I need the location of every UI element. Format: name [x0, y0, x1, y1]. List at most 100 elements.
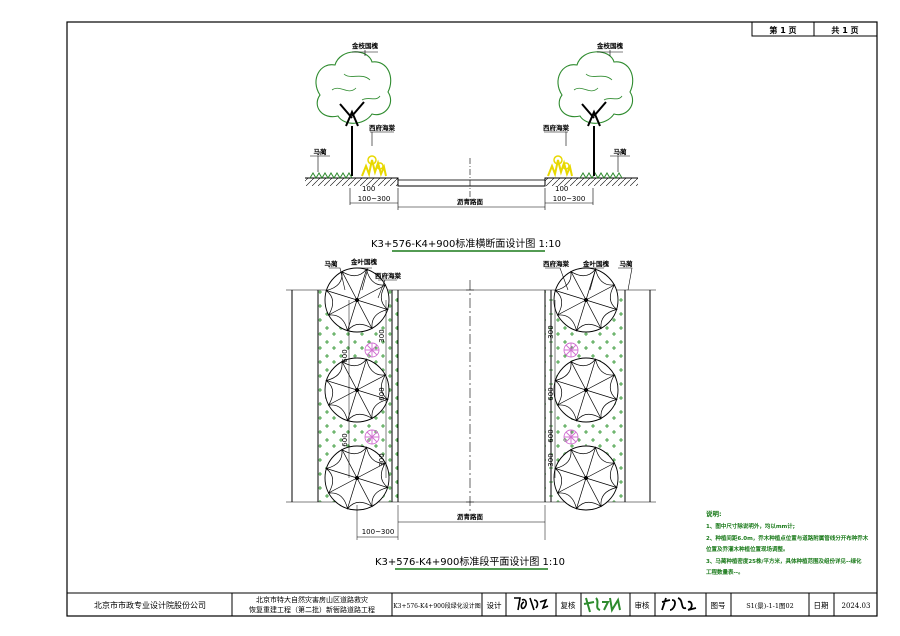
crown-spoke — [585, 389, 618, 419]
crown-spoke — [328, 477, 358, 510]
crown-spoke — [347, 299, 373, 331]
plan-drawing: 马蔺 金叶国槐 西府海棠 西府海棠 金叶国槐 马蔺 300 600 600 60… — [286, 257, 656, 540]
begonia-shrub-right — [547, 155, 573, 178]
plan-dim-range: 100~300 — [362, 528, 395, 536]
crown-center — [584, 388, 588, 392]
plan-dim-300-r2: 300 — [547, 453, 555, 466]
crown-spoke — [326, 468, 358, 494]
crown-spoke — [576, 299, 602, 331]
outer-frame — [66, 21, 878, 617]
company-name: 北京市市政专业设计院股份公司 — [94, 600, 206, 610]
plan-dim-600-r1: 600 — [547, 387, 555, 400]
crown-spoke — [576, 389, 602, 421]
crown-spoke — [325, 361, 358, 391]
plan-label-horse-right: 马蔺 — [620, 259, 634, 268]
notes-line1: 1、图中尺寸除说明外，均以mm计; — [706, 522, 795, 530]
begonia-shrub-left — [361, 155, 387, 178]
section-title: K3+576-K4+900标准横断面设计图 1:10 — [371, 237, 561, 250]
crown-spoke — [341, 359, 367, 391]
crown-spoke — [576, 477, 602, 509]
crown-spoke — [356, 358, 386, 391]
signature-reviewer — [583, 597, 621, 613]
date-label: 日期 — [814, 601, 829, 610]
ginkgo-tree-right — [557, 51, 634, 176]
dim-range-left: 100~300 — [358, 195, 391, 203]
crown-spoke — [356, 389, 389, 419]
crown-spoke — [356, 477, 389, 507]
crown-spoke — [555, 290, 587, 316]
title-block: 北京市市政专业设计院股份公司 北京市特大自然灾害房山区道路救灾 恢复重建工程（第… — [67, 592, 877, 616]
crown-center — [355, 476, 359, 480]
road-label-section: 沥青路面 — [457, 197, 484, 206]
notes: 说明: 1、图中尺寸除说明外，均以mm计; 2、种植间距6.0m，乔木种植点位置… — [706, 509, 869, 576]
crown-spoke — [555, 468, 587, 494]
crown-spoke — [341, 447, 367, 479]
notes-heading: 说明: — [706, 509, 722, 518]
crown-spoke — [554, 361, 587, 391]
crown-spoke — [356, 299, 389, 329]
plan-dim-300-r1: 300 — [547, 325, 555, 338]
crown-spoke — [326, 380, 358, 406]
date-value: 2024.03 — [842, 602, 871, 610]
crown-center — [584, 476, 588, 480]
plan-label-begonia-left: 西府海棠 — [375, 271, 402, 280]
crown-spoke — [554, 271, 587, 301]
review-label: 复核 — [561, 600, 576, 610]
dim-100-left: 100 — [362, 185, 375, 193]
crown-spoke — [557, 389, 587, 422]
ginkgo-tree-left — [315, 51, 392, 176]
cross-section-drawing: 金枝国槐 金枝国槐 西府海棠 西府海棠 马蔺 马蔺 100 100 100~30… — [305, 41, 638, 210]
plan-label-ginkgo-right: 金叶国槐 — [582, 259, 610, 268]
dim-range-right: 100~300 — [553, 195, 586, 203]
crown-spoke — [585, 299, 618, 329]
crown-center — [355, 298, 359, 302]
crown-spoke — [585, 358, 615, 391]
crown-center — [584, 298, 588, 302]
crown-spoke — [570, 447, 596, 479]
plan-dim-300-b: 300 — [378, 453, 386, 466]
crown-spoke — [356, 462, 388, 488]
project-line2: 恢复重建工程（第二批）新衙路道路工程 — [249, 605, 375, 614]
signature-designer — [514, 597, 549, 611]
plan-title: K3+576-K4+900标准段平面设计图 1:10 — [375, 555, 565, 568]
crown-spoke — [356, 268, 386, 301]
crown-spoke — [347, 477, 373, 509]
drawing-no-label: 图号 — [711, 601, 726, 610]
crown-spoke — [347, 389, 373, 421]
crown-spoke — [554, 449, 587, 479]
notes-line5: 工程数量表--。 — [706, 568, 744, 576]
crown-spoke — [557, 477, 587, 510]
plan-label-ginkgo-left: 金叶国槐 — [350, 257, 378, 266]
label-ginkgo-left: 金枝国槐 — [351, 41, 379, 50]
notes-line2: 2、种植间距6.0m，乔木种植点位置与道路附属管线分开布种乔木 — [706, 534, 869, 542]
drawing-no: S1(景)-1-1图02 — [746, 602, 794, 610]
design-label: 设计 — [487, 600, 502, 610]
audit-label: 审核 — [635, 600, 650, 610]
plan-label-horse-left: 马蔺 — [325, 259, 339, 268]
crown-spoke — [356, 284, 388, 310]
crown-spoke — [341, 269, 367, 301]
plan-road-label: 沥青路面 — [457, 512, 484, 521]
crown-spoke — [570, 269, 596, 301]
plan-label-begonia-right: 西府海棠 — [543, 259, 570, 268]
plan-dim-600-c: 600 — [341, 433, 349, 446]
crown-spoke — [326, 290, 358, 316]
label-begonia-left: 西府海棠 — [369, 123, 396, 132]
plan-dim-600-a: 600 — [341, 349, 349, 362]
crown-center — [355, 388, 359, 392]
crown-spoke — [585, 477, 618, 507]
label-horse-right: 马蔺 — [614, 147, 628, 156]
drawing-name: K3+576-K4+900段绿化设计图 — [393, 602, 481, 610]
project-line1: 北京市特大自然灾害房山区道路救灾 — [256, 595, 368, 604]
crown-spoke — [557, 299, 587, 332]
crown-spoke — [328, 389, 358, 422]
crown-spoke — [570, 359, 596, 391]
crown-spoke — [356, 374, 388, 400]
crown-spoke — [585, 462, 617, 488]
crown-spoke — [555, 380, 587, 406]
notes-line4: 3、马蔺种植密度25株/平方米，具体种植范围及组份详见--绿化 — [706, 557, 862, 565]
plan-dim-600-r2: 600 — [547, 429, 555, 442]
crown-spokes — [325, 268, 618, 510]
signature-auditor — [661, 597, 697, 611]
crown-spoke — [325, 271, 358, 301]
